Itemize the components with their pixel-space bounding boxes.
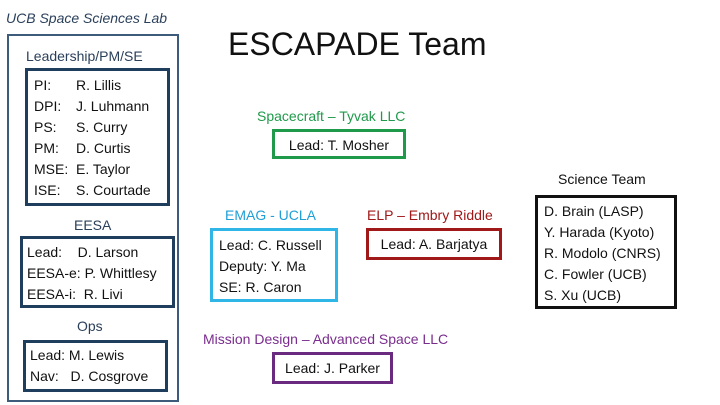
page-title: ESCAPADE Team xyxy=(228,26,487,62)
science-member: Y. Harada (Kyoto) xyxy=(544,224,655,240)
science-member: S. Xu (UCB) xyxy=(544,287,622,303)
leadership-row: ISE: S. Courtade xyxy=(34,182,151,198)
emag-box: Lead: C. Russell Deputy: Y. Ma SE: R. Ca… xyxy=(210,228,338,302)
ssl-group-box xyxy=(7,34,179,402)
mission-design-lead: Lead: J. Parker xyxy=(285,360,380,376)
emag-row: SE: R. Caron xyxy=(219,279,302,295)
spacecraft-box: Lead: T. Mosher xyxy=(272,129,406,159)
role-label: DPI: xyxy=(34,98,62,114)
person-name: J. Luhmann xyxy=(76,98,150,114)
elp-box: Lead: A. Barjatya xyxy=(366,228,502,260)
science-member: D. Brain (LASP) xyxy=(544,203,644,219)
science-team-label: Science Team xyxy=(558,171,646,187)
leadership-label: Leadership/PM/SE xyxy=(26,48,143,64)
spacecraft-lead: Lead: T. Mosher xyxy=(288,137,390,153)
role-label: MSE: xyxy=(34,161,69,177)
person-name: S. Curry xyxy=(76,119,128,135)
spacecraft-label: Spacecraft – Tyvak LLC xyxy=(257,108,406,124)
ops-label: Ops xyxy=(77,318,103,334)
person-name: E. Taylor xyxy=(76,161,131,177)
eesa-row: EESA-e: P. Whittlesy xyxy=(27,265,157,281)
elp-lead: Lead: A. Barjatya xyxy=(380,236,488,252)
role-label: ISE: xyxy=(34,182,61,198)
person-name: R. Lillis xyxy=(76,77,122,93)
leadership-row: MSE: E. Taylor xyxy=(34,161,130,177)
science-team-box: D. Brain (LASP) Y. Harada (Kyoto) R. Mod… xyxy=(535,195,677,309)
emag-row: Lead: C. Russell xyxy=(219,237,322,253)
mission-design-label: Mission Design – Advanced Space LLC xyxy=(203,331,449,347)
ops-box: Lead: M. Lewis Nav: D. Cosgrove xyxy=(23,340,168,392)
leadership-row: PS: S. Curry xyxy=(34,119,127,135)
ops-row: Lead: M. Lewis xyxy=(30,347,125,363)
leadership-box: PI:R. Lillis DPI:J. Luhmann PS:S. Curry … xyxy=(25,68,170,206)
role-label: PI: xyxy=(34,77,52,93)
eesa-box: Lead: D. Larson EESA-e: P. Whittlesy EES… xyxy=(20,236,175,308)
leadership-row: PI: R. Lillis xyxy=(34,77,121,93)
ops-row: Nav: D. Cosgrove xyxy=(30,368,149,384)
leadership-row: PM: D. Curtis xyxy=(34,140,130,156)
person-name: S. Courtade xyxy=(76,182,151,198)
eesa-label: EESA xyxy=(74,217,112,233)
emag-label: EMAG - UCLA xyxy=(225,207,317,223)
science-member: C. Fowler (UCB) xyxy=(544,266,647,282)
person-name: D. Curtis xyxy=(76,140,131,156)
org-title: UCB Space Sciences Lab xyxy=(6,10,168,26)
elp-label: ELP – Embry Riddle xyxy=(367,207,493,223)
role-label: PS: xyxy=(34,119,57,135)
eesa-row: EESA-i: R. Livi xyxy=(27,286,123,302)
eesa-row: Lead: D. Larson xyxy=(27,244,139,260)
science-member: R. Modolo (CNRS) xyxy=(544,245,661,261)
leadership-row: DPI: J. Luhmann xyxy=(34,98,149,114)
role-label: PM: xyxy=(34,140,59,156)
mission-design-box: Lead: J. Parker xyxy=(272,352,393,384)
emag-row: Deputy: Y. Ma xyxy=(219,258,306,274)
